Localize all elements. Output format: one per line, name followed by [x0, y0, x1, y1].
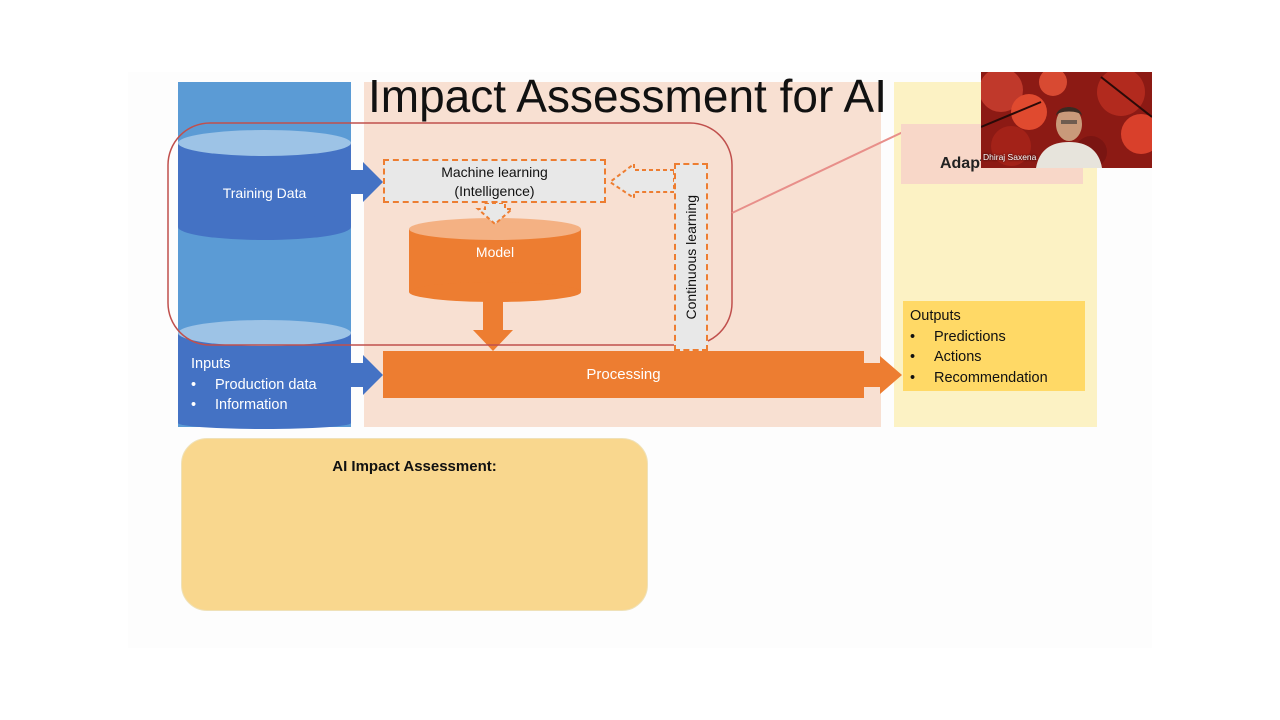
inputs-cylinder	[178, 320, 351, 429]
machine-learning-box: Machine learning (Intelligence)	[383, 159, 606, 203]
ai-impact-assessment-box	[181, 438, 648, 611]
participant-name: Dhiraj Saxena	[983, 152, 1037, 162]
ai-impact-assessment-title: AI Impact Assessment:	[332, 458, 497, 475]
machine-learning-label: Machine learning (Intelligence)	[441, 164, 548, 199]
list-item: •Predictions	[910, 328, 1006, 345]
model-to-processing-arrow	[473, 300, 513, 351]
list-item: •Recommendation	[910, 369, 1048, 386]
continuous-learning-label: Continuous learning	[683, 194, 699, 320]
outputs-block: Outputs •Predictions •Actions •Recommend…	[903, 301, 1085, 391]
model-label: Model	[475, 244, 515, 260]
list-item: •Actions	[910, 349, 982, 365]
training-arrow	[351, 162, 383, 202]
connector-line	[731, 131, 904, 214]
inputs-arrow	[351, 355, 383, 395]
inputs-block: Inputs •Production data •Information	[191, 354, 317, 416]
ml-to-model-arrow	[475, 202, 515, 226]
processing-label: Processing	[586, 366, 661, 383]
participant-video-frame	[981, 72, 1152, 168]
participant-video[interactable]	[981, 72, 1152, 168]
highlight-outline	[167, 122, 733, 346]
training-data-cylinder	[178, 130, 351, 240]
continuous-learning-box	[674, 163, 708, 351]
list-item: •Information	[191, 397, 288, 413]
processing-bar: Processing	[383, 351, 864, 398]
continuous-to-ml-arrow	[608, 162, 675, 200]
model-cylinder	[409, 218, 581, 302]
processing-to-outputs-arrow	[864, 356, 902, 394]
inputs-title: Inputs	[191, 356, 231, 372]
list-item: •Production data	[191, 376, 317, 393]
presenter-shape	[1036, 142, 1102, 168]
training-data-label: Training Data	[222, 185, 307, 201]
slide-title: Impact Assessment for AI	[368, 70, 887, 122]
outputs-title: Outputs	[910, 308, 961, 324]
